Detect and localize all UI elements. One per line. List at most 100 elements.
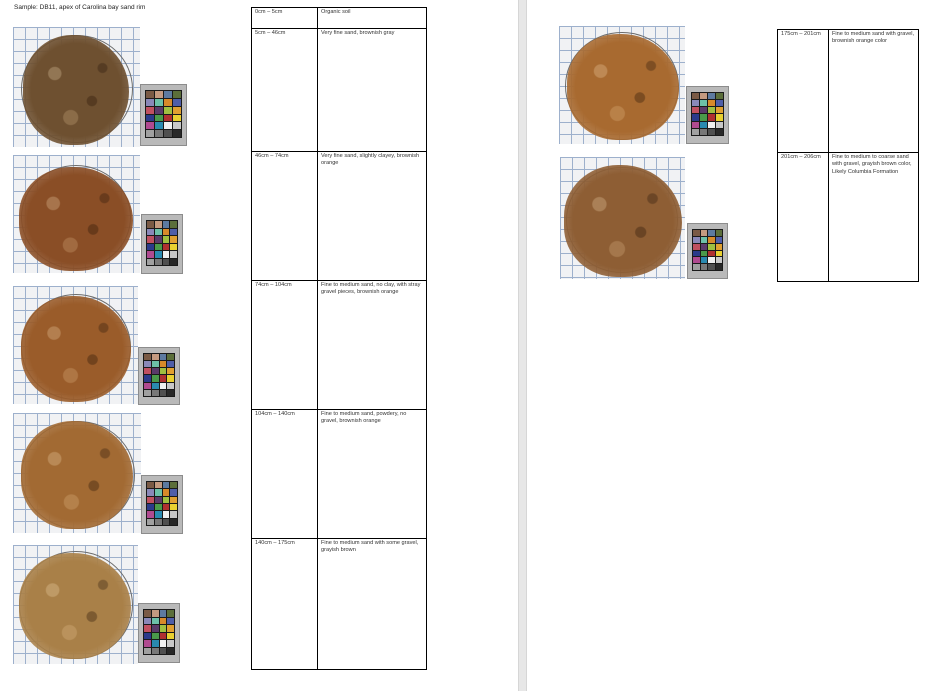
color-swatch xyxy=(173,91,181,98)
color-swatch xyxy=(164,98,172,106)
depth-cell: 140cm – 175cm xyxy=(251,538,318,670)
document-page-right: 175cm – 201cm Fine to medium sand with g… xyxy=(527,0,939,691)
color-swatch xyxy=(144,625,151,632)
soil-photo-140-175cm xyxy=(13,545,138,664)
color-swatch xyxy=(167,375,174,382)
color-swatch xyxy=(162,236,170,243)
color-swatch xyxy=(167,389,174,396)
color-swatch xyxy=(167,610,174,617)
color-swatch xyxy=(151,368,159,375)
color-swatch xyxy=(147,258,154,265)
color-swatch xyxy=(147,243,154,250)
color-swatch xyxy=(167,354,174,361)
color-swatch xyxy=(700,100,707,107)
color-swatch xyxy=(164,106,172,114)
soil-photo-46-74cm xyxy=(13,155,140,273)
soil-sample xyxy=(21,296,131,402)
soil-sample xyxy=(567,34,679,140)
color-swatch xyxy=(155,114,163,122)
color-swatch xyxy=(162,518,170,525)
color-swatch xyxy=(154,258,162,265)
document-page-left: Sample: DB11, apex of Carolina bay sand … xyxy=(13,4,427,670)
color-swatch xyxy=(159,617,167,624)
color-swatch xyxy=(167,625,174,632)
color-swatch xyxy=(708,236,715,243)
color-swatch xyxy=(147,518,154,525)
soil-layer-table-continued: 175cm – 201cm Fine to medium sand with g… xyxy=(777,29,919,282)
color-swatch xyxy=(692,100,699,107)
depth-cell: 5cm – 46cm xyxy=(251,28,318,152)
color-swatch xyxy=(159,640,167,647)
color-swatch xyxy=(708,121,715,128)
color-swatch xyxy=(147,221,154,228)
color-swatch xyxy=(146,98,154,106)
color-swatch xyxy=(155,122,163,130)
color-swatch xyxy=(170,258,177,265)
color-checker-card xyxy=(138,347,180,405)
color-swatch xyxy=(700,107,707,114)
color-swatch xyxy=(147,482,154,489)
color-swatch xyxy=(162,496,170,503)
color-swatch xyxy=(162,228,170,235)
color-swatch xyxy=(700,250,707,257)
color-swatch xyxy=(151,610,159,617)
color-swatch xyxy=(167,647,174,654)
color-swatch xyxy=(155,130,163,137)
color-swatch xyxy=(159,354,167,361)
table-row: 140cm – 175cm Fine to medium sand with s… xyxy=(251,538,427,670)
color-swatch xyxy=(144,640,151,647)
color-checker-card xyxy=(141,214,183,274)
color-swatch xyxy=(154,496,162,503)
color-checker-card xyxy=(140,84,187,146)
color-swatch xyxy=(693,230,700,236)
color-swatch xyxy=(164,91,172,98)
color-swatch xyxy=(154,228,162,235)
soil-sample xyxy=(21,421,133,529)
page-divider xyxy=(518,0,527,691)
color-swatch xyxy=(159,382,167,389)
description-cell: Fine to medium sand with some gravel, gr… xyxy=(317,538,427,670)
color-swatch xyxy=(708,128,715,135)
depth-cell: 104cm – 140cm xyxy=(251,409,318,539)
description-cell: Fine to medium sand, no clay, with stray… xyxy=(317,280,427,410)
color-swatch xyxy=(162,221,170,228)
color-swatch xyxy=(716,128,723,135)
color-swatch xyxy=(151,354,159,361)
color-swatch xyxy=(154,504,162,511)
soil-photo-175-201cm xyxy=(559,26,685,144)
color-swatch xyxy=(167,382,174,389)
color-swatch xyxy=(144,647,151,654)
color-swatch xyxy=(700,230,707,236)
soil-sample xyxy=(19,553,131,659)
description-cell: Fine to medium to coarse sand with grave… xyxy=(828,152,919,282)
color-swatch xyxy=(146,106,154,114)
color-swatch xyxy=(146,122,154,130)
color-swatch xyxy=(159,632,167,639)
color-swatch xyxy=(170,504,177,511)
color-swatch xyxy=(700,128,707,135)
color-swatch xyxy=(716,100,723,107)
description-cell: Fine to medium sand with gravel, brownis… xyxy=(828,29,919,153)
color-swatch xyxy=(715,230,722,236)
color-swatch xyxy=(151,361,159,368)
color-swatch xyxy=(146,130,154,137)
color-swatch xyxy=(146,114,154,122)
color-swatch xyxy=(144,617,151,624)
color-swatch xyxy=(708,250,715,257)
depth-cell: 74cm – 104cm xyxy=(251,280,318,410)
color-swatch xyxy=(164,122,172,130)
soil-photo-5-46cm xyxy=(13,27,140,147)
color-swatch xyxy=(164,130,172,137)
color-swatch xyxy=(170,251,177,258)
table-row: 5cm – 46cm Very fine sand, brownish gray xyxy=(251,28,427,152)
soil-photo-104-140cm xyxy=(13,413,141,533)
color-swatch xyxy=(708,264,715,270)
color-checker-grid xyxy=(146,481,178,526)
color-swatch xyxy=(173,130,181,137)
depth-cell: 0cm – 5cm xyxy=(251,7,318,29)
color-swatch xyxy=(144,610,151,617)
color-swatch xyxy=(715,264,722,270)
color-swatch xyxy=(159,389,167,396)
color-swatch xyxy=(151,382,159,389)
table-row: 175cm – 201cm Fine to medium sand with g… xyxy=(777,29,919,153)
